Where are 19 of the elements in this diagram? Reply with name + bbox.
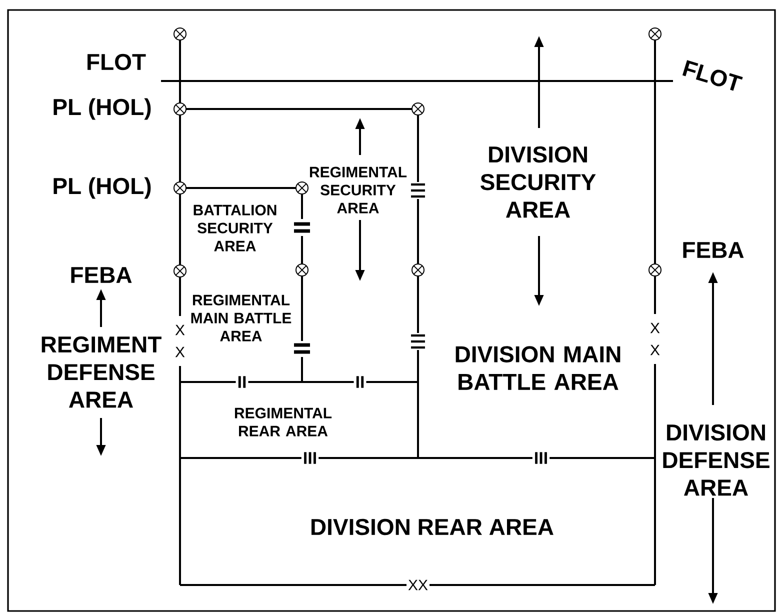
area-label: REGIMENT DEFENSE AREA	[42, 336, 162, 408]
line-label: FLOT	[682, 60, 743, 91]
echelon-symbol: X	[174, 323, 186, 337]
area-label: REGIMENTAL MAIN BATTLE AREA	[191, 294, 292, 342]
line-label: PL (HOL)	[54, 98, 151, 120]
area-label: REGIMENTAL SECURITY AREA	[310, 166, 407, 214]
area-label: BATTALION SECURITY AREA	[194, 204, 276, 252]
area-label: DIVISION REAR AREA	[312, 518, 554, 536]
echelon-symbol: X	[648, 343, 662, 357]
line-label: FEBA	[71, 267, 132, 283]
area-label: DIVISION SECURITY AREA	[480, 146, 596, 218]
echelon-symbol: X	[648, 321, 662, 335]
echelon-symbol: X	[174, 345, 186, 359]
area-label: DIVISION MAIN BATTLE AREA	[456, 346, 620, 390]
area-label: DIVISION DEFENSE AREA	[663, 424, 770, 496]
line-label: FLOT	[88, 54, 146, 70]
line-label: PL (HOL)	[54, 177, 151, 199]
area-label: REGIMENTAL REAR AREA	[234, 408, 332, 436]
line-label: FEBA	[683, 242, 744, 258]
